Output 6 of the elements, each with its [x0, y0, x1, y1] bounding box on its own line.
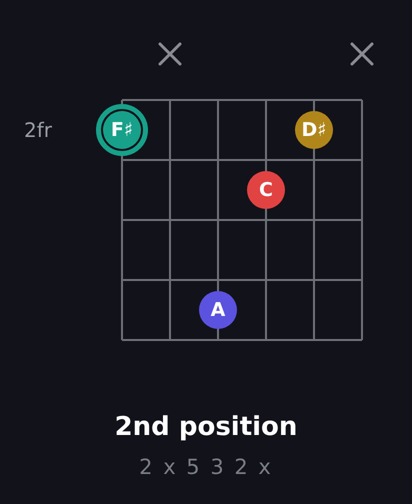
note-dot: D♯ — [295, 111, 333, 149]
note-dot: C — [247, 171, 285, 209]
title: 2nd position — [114, 412, 298, 444]
fingering-text: 2 x 5 3 2 x — [139, 455, 273, 480]
fret-number: 2fr — [24, 118, 52, 142]
note-dot: A — [199, 291, 237, 329]
